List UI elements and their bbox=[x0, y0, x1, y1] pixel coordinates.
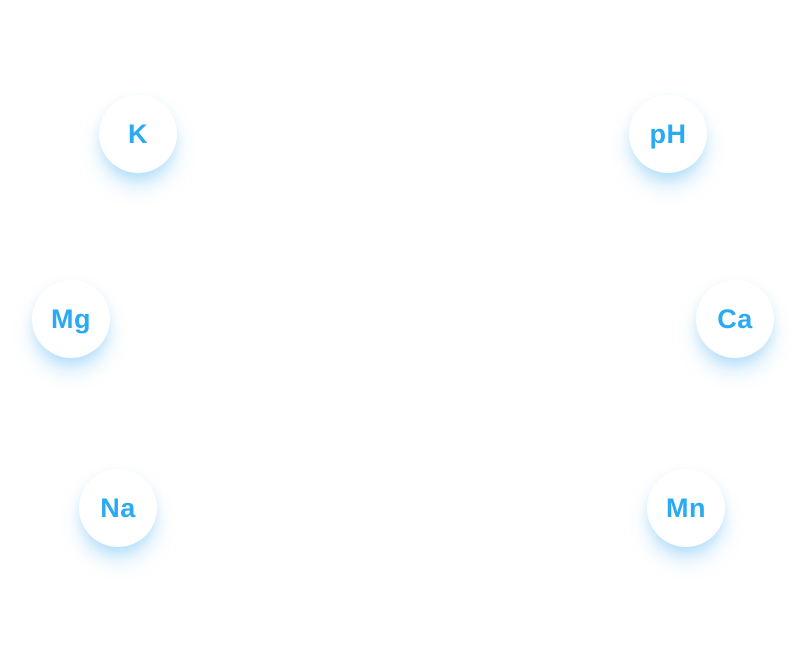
element-bubble-na: Na bbox=[79, 469, 157, 547]
element-bubble-label: Ca bbox=[717, 303, 753, 334]
element-bubble-ca: Ca bbox=[696, 280, 774, 358]
element-bubble-ph: pH bbox=[629, 95, 707, 173]
element-bubble-label: pH bbox=[649, 118, 687, 149]
element-bubble-label: Mn bbox=[666, 492, 706, 523]
element-bubble-mn: Mn bbox=[647, 469, 725, 547]
element-bubble-k: K bbox=[99, 95, 177, 173]
element-bubble-label: Na bbox=[100, 492, 136, 523]
element-bubble-mg: Mg bbox=[32, 280, 110, 358]
element-bubble-label: Mg bbox=[51, 303, 91, 334]
element-bubble-label: K bbox=[128, 118, 148, 149]
